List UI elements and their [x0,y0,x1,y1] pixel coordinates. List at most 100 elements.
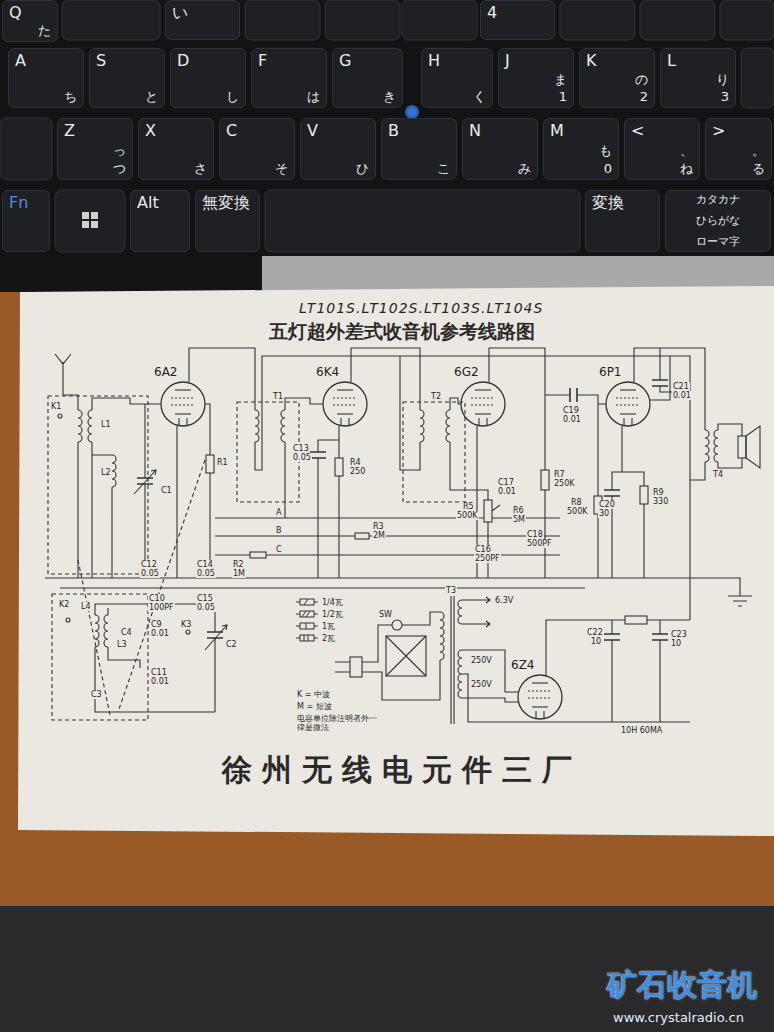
tube-grid [171,397,195,398]
legend-text: 1/4瓦 [322,598,343,607]
voltage-selector-frame [386,636,426,676]
component-label: R9 [652,488,665,497]
key-legend: も [599,144,612,158]
logo-pane [82,212,89,219]
watermark: 矿石收音机 [606,968,758,1002]
keyboard-key: Kの2 [579,48,655,108]
component-label: 2M [372,531,386,540]
keyboard-key: Sと [89,48,165,108]
key-legend: X [145,122,156,140]
watermark-url: www.crystalradio.cn [612,1010,745,1025]
vacuum-tube: 6A2 [153,362,213,430]
keyboard-key: Bこ [381,118,457,180]
if-transformer-can [237,402,299,502]
component-label: C16 [474,545,492,554]
key-legend: D [177,52,189,70]
keyboard-key: Hく [421,48,493,108]
tube-grid [471,404,495,405]
keyboard-key: Zっつ [57,118,133,180]
power-wires [335,597,690,722]
note-text: K = 中波 [296,690,331,699]
keyboard-key: カタカナひらがなローマ字 [665,190,771,252]
legend-row: 2瓦 [296,632,343,644]
key-legend: き [383,90,396,104]
keyboard-key: Dし [170,48,246,108]
component-label: R1 [216,458,229,467]
resistor-body [300,635,314,641]
key-legend: 0 [604,162,612,176]
coils [78,410,718,698]
component-label: R4 [349,458,362,467]
component-label: R7 [553,470,566,479]
filter-choke [625,616,647,624]
tube-cathode [475,413,491,414]
keyboard-key: Xさ [138,118,214,180]
schematic [45,348,760,724]
key-legend: し [226,90,239,104]
model-numbers: LT101S.LT102S.LT103S.LT104S [298,300,544,316]
key-legend: L [667,52,676,70]
component-label: 0.05 [196,569,216,578]
component-label: C21 [672,382,690,391]
legend-row: 1/2瓦 [296,608,343,620]
if-transformer-can [403,402,465,502]
component-label: C22 [586,628,604,637]
component-label: 10 [670,639,682,648]
capacitor-plates [137,380,668,640]
component-label: SW [378,610,393,619]
wattage-mark [306,623,307,629]
component-label: C20 [598,500,616,509]
key-legend: J [505,52,510,70]
key-legend: の [635,73,648,87]
component-label: 10 [590,637,602,646]
vacuum-tube: 6Z4 [510,655,570,723]
tube-type: 6Z4 [510,658,536,672]
speaker-magnet [738,436,746,458]
key-legend: み [518,162,531,176]
note-text: M = 短波 [296,702,333,711]
wattage-mark [304,635,308,641]
blank-keys [0,0,774,252]
note-text: 电容单位除注明者外一律是微法 [296,714,380,732]
component-label: 0.01 [150,629,170,638]
key-legend: 。 [752,144,765,158]
component-label: T4 [712,470,724,479]
keyboard-key: Jま1 [498,48,574,108]
resistor-body [300,599,314,605]
mains-plug [350,657,362,677]
component-label: C18 [526,530,544,539]
resistor-symbol [355,533,369,539]
antenna-symbol [55,354,71,380]
keyboard-key: >。る [705,118,772,180]
key-legend: S [96,52,106,70]
switch-contact [58,414,62,418]
tube-grid [528,690,552,691]
tube-cathode [337,413,353,414]
keyboard-key: Fn [2,190,50,252]
resistor-body [300,623,314,629]
resistor-wattage-symbol [296,622,318,630]
key-legend: 変換 [592,194,624,212]
ground-symbol [728,596,752,606]
vacuum-tube: 6G2 [453,362,513,430]
paper-sheet [18,286,774,836]
component-label: 250V [470,680,493,689]
key-legend: は [307,90,320,104]
switch-contact [186,630,190,634]
component-label: R5 [462,502,475,511]
component-label: B [275,526,283,535]
key-legend: K [586,52,597,70]
component-label: C13 [292,444,310,453]
component-label: C11 [150,668,168,677]
key-legend: Q [9,4,22,22]
component-label: 6.3V [494,596,514,605]
resistor-wattage-symbol [296,610,318,618]
legend-text: 2瓦 [322,634,335,643]
component-label: C14 [196,560,214,569]
key-legend: そ [275,162,288,176]
tube-type: 6P1 [598,365,623,379]
tube-heater [624,418,632,426]
resistor-wattage-symbol [296,634,318,642]
component-label: R8 [570,498,583,507]
blank-key [245,0,320,40]
